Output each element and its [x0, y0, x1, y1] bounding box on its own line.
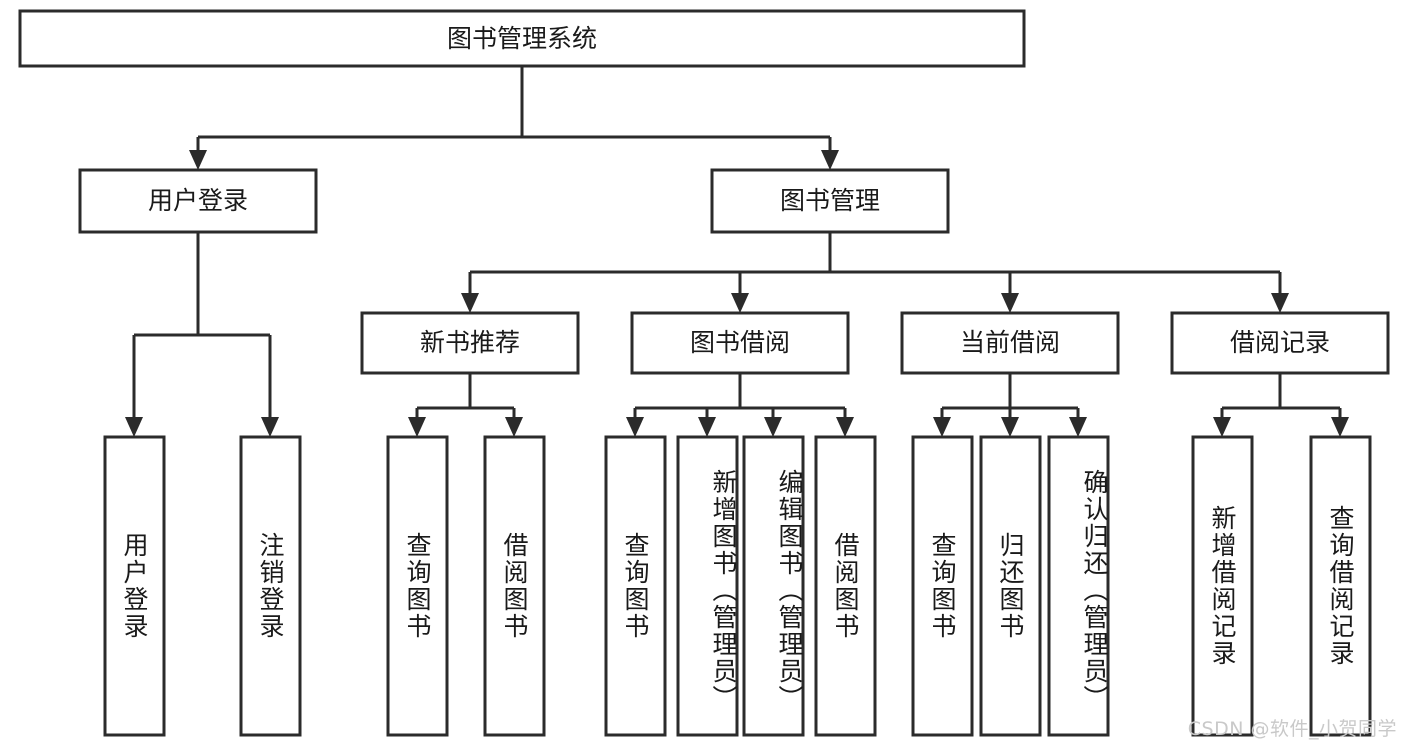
leaf-box-user-login-1[interactable] — [239, 435, 302, 737]
leaf-box-borrow-record-0[interactable] — [1191, 435, 1254, 737]
leaf-box-borrow-record-1[interactable] — [1309, 435, 1372, 737]
leaf-box-new-book-0[interactable] — [386, 435, 449, 737]
leaf-box-current-borrow-2[interactable] — [1047, 435, 1110, 737]
connector-bookmgmt-to-level3 — [461, 232, 1289, 313]
connector-userlogin-to-leaves — [125, 232, 279, 437]
node-borrow-record[interactable]: 借阅记录 — [1170, 311, 1390, 375]
connector-newbook-to-leaves — [408, 373, 523, 437]
node-book-borrow[interactable]: 图书借阅 — [630, 311, 850, 375]
leaf-box-book-borrow-2[interactable] — [742, 435, 805, 737]
leaf-box-current-borrow-0[interactable] — [911, 435, 974, 737]
leaf-box-new-book-1[interactable] — [483, 435, 546, 737]
node-current-borrow[interactable]: 当前借阅 — [900, 311, 1120, 375]
node-book-borrow-label: 图书借阅 — [690, 328, 790, 357]
leaf-box-current-borrow-1[interactable] — [979, 435, 1042, 737]
connector-bookborrow-to-leaves — [626, 373, 854, 437]
node-book-management-label: 图书管理 — [780, 186, 880, 215]
leaf-box-book-borrow-0[interactable] — [604, 435, 667, 737]
node-borrow-record-label: 借阅记录 — [1230, 328, 1330, 357]
node-current-borrow-label: 当前借阅 — [960, 328, 1060, 357]
node-new-book-recommend-label: 新书推荐 — [420, 328, 520, 357]
node-book-management[interactable]: 图书管理 — [710, 168, 950, 234]
connector-currentborrow-to-leaves — [933, 373, 1087, 437]
node-user-login-label: 用户登录 — [148, 186, 248, 215]
leaf-box-book-borrow-3[interactable] — [814, 435, 877, 737]
leaf-box-book-borrow-1[interactable] — [676, 435, 739, 737]
leaf-box-user-login-0[interactable] — [103, 435, 166, 737]
watermark-text: CSDN @软件_小贺同学 — [1187, 718, 1397, 740]
connector-root-to-level2 — [189, 66, 839, 170]
node-root-label: 图书管理系统 — [447, 24, 597, 53]
node-user-login[interactable]: 用户登录 — [78, 168, 318, 234]
node-new-book-recommend[interactable]: 新书推荐 — [360, 311, 580, 375]
connector-borrowrecord-to-leaves — [1213, 373, 1349, 437]
node-root[interactable]: 图书管理系统 — [18, 9, 1026, 68]
